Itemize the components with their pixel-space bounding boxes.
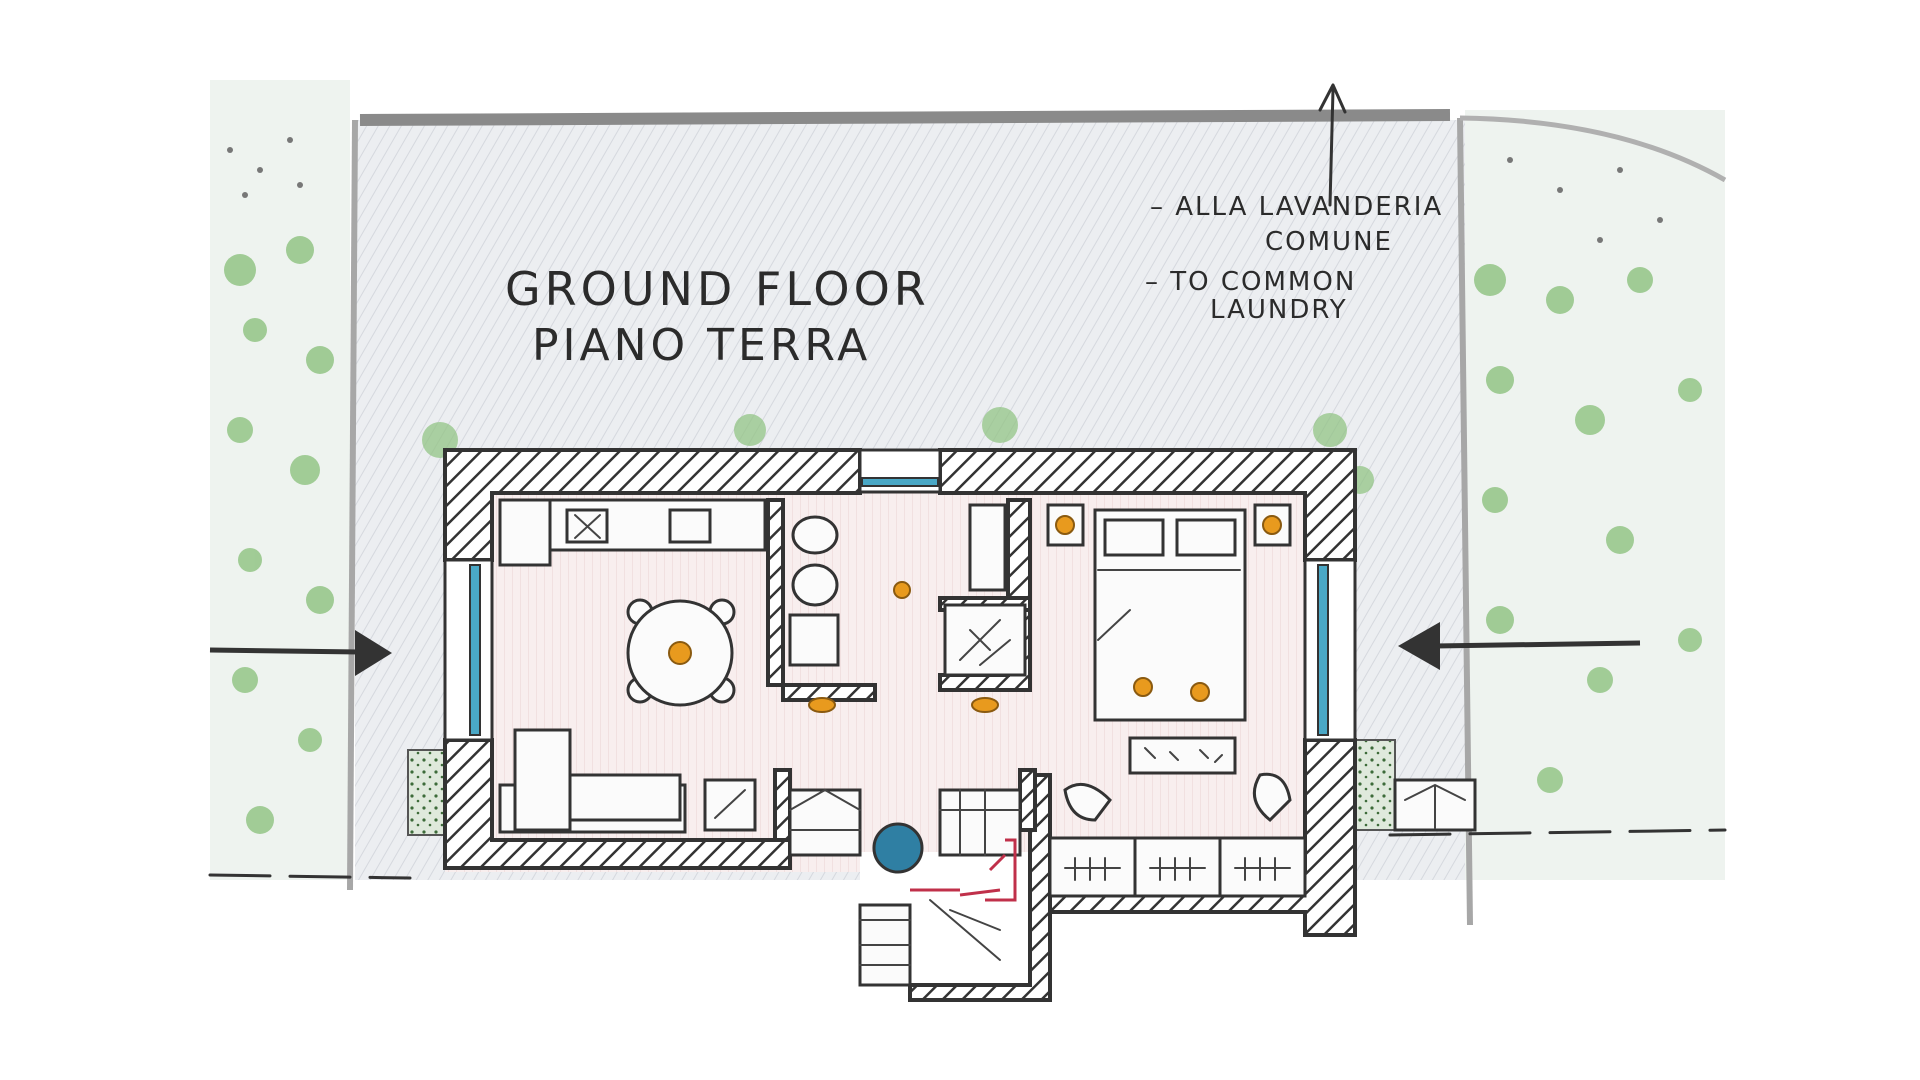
rug xyxy=(1128,736,1237,775)
entrance-arrow-left-icon xyxy=(209,630,392,676)
garden-left xyxy=(210,80,350,880)
plan-title-it: PIANO TERRA xyxy=(532,320,871,371)
entrance-arrow-right-icon xyxy=(1398,622,1641,670)
bathroom-fixtures xyxy=(788,515,999,713)
round-table-icon xyxy=(626,598,736,707)
annotation-en: – TO COMMON xyxy=(1145,267,1356,297)
window-right xyxy=(1303,558,1357,742)
annotation-en-2: LAUNDRY xyxy=(1210,295,1348,325)
sofa-icon xyxy=(498,728,757,834)
hedges xyxy=(422,407,1374,494)
garden-right xyxy=(1465,110,1725,880)
armchairs xyxy=(1063,772,1292,823)
wardrobe-icon xyxy=(1048,836,1307,898)
annotation-it: – ALLA LAVANDERIA xyxy=(1150,192,1443,222)
spiral-stair-icon xyxy=(788,788,1022,987)
north-arrow-to-laundry xyxy=(1318,83,1347,207)
porch-step-right xyxy=(1393,778,1477,832)
window-left xyxy=(443,558,494,742)
shower xyxy=(943,503,1027,677)
hedge-planter-right xyxy=(1354,739,1396,831)
plan-title-en: GROUND FLOOR xyxy=(505,262,930,316)
annotation-it-2: COMUNE xyxy=(1265,227,1393,257)
double-bed-icon xyxy=(1046,503,1292,722)
kitchen-counter xyxy=(498,498,767,567)
hedge-planter-left xyxy=(407,749,449,836)
